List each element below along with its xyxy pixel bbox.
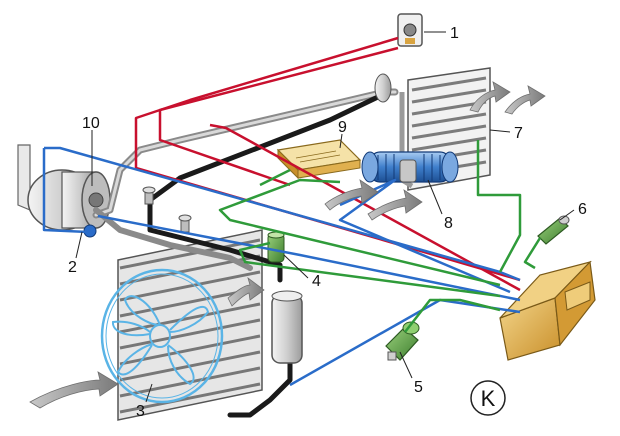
label-8: 8 [444, 215, 453, 232]
service-port-2 [178, 214, 192, 233]
receiver-drier [271, 290, 303, 364]
blower-fan [361, 151, 459, 183]
airflow-arrows [29, 81, 546, 409]
airflow-evap-in-2 [367, 189, 423, 221]
label-1: 1 [450, 25, 459, 42]
control-unit-9 [276, 139, 362, 180]
temperature-sensor-1 [397, 13, 423, 47]
label-9: 9 [338, 119, 347, 136]
label-6: 6 [578, 201, 587, 218]
condenser-fan [100, 268, 224, 404]
label-2: 2 [68, 259, 77, 276]
service-port-1 [142, 186, 156, 205]
label-3: 3 [136, 403, 145, 420]
label-10: 10 [82, 115, 100, 132]
green-wiring [218, 140, 542, 333]
leader-lines [75, 31, 575, 403]
airflow-in-condenser [29, 371, 119, 409]
airflow-evap-in-1 [324, 179, 379, 211]
k-symbol-letter: K [481, 386, 496, 411]
airflow-out-1 [469, 81, 511, 113]
label-7: 7 [514, 125, 523, 142]
callout-labels: 1 2 3 4 5 6 7 8 9 10 [68, 25, 587, 420]
airflow-out-2 [504, 85, 546, 115]
label-5: 5 [414, 379, 423, 396]
label-4: 4 [312, 273, 321, 290]
refrigerant-pipes [92, 88, 399, 418]
k-symbol: K [470, 380, 506, 416]
controller-k [499, 260, 596, 361]
pressure-switch-4 [267, 231, 285, 263]
airflow-mid-fan [227, 276, 265, 307]
sensor-6 [537, 215, 570, 245]
